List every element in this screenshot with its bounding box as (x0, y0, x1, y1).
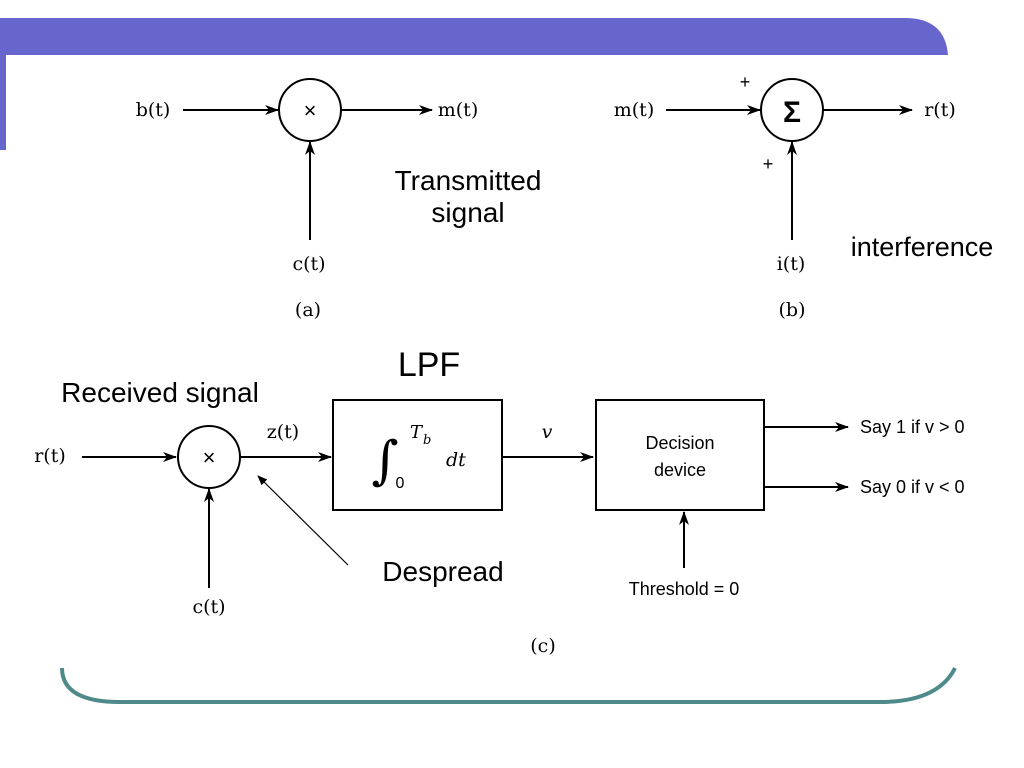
diagram-a: b(t) × m(t) c(t) (a) Transmitted signal (136, 78, 542, 321)
transmitted-note-line1: Transmitted (395, 165, 542, 196)
header-band (0, 18, 948, 55)
b-input-label: m(t) (614, 99, 654, 121)
b-plus-bottom: + (763, 154, 774, 174)
lpf-title: LPF (398, 346, 460, 384)
integral-dt: dt (446, 449, 466, 471)
a-caption: (a) (295, 299, 321, 321)
a-multiplier-symbol: × (304, 98, 317, 123)
a-code-label: c(t) (292, 253, 325, 275)
integral-upper-limit: T (410, 422, 424, 443)
b-output-label: r(t) (924, 99, 956, 121)
integral-symbol: ∫ (371, 431, 398, 491)
decision-device-line2: device (654, 460, 706, 480)
output0-label: Say 0 if v < 0 (860, 477, 965, 497)
integral-lower-limit: 0 (396, 475, 405, 492)
c-v-label: v (542, 421, 553, 443)
decision-device-line1: Decision (645, 433, 714, 453)
interference-note: interference (851, 232, 994, 262)
b-plus-top: + (740, 72, 751, 92)
c-code-label: c(t) (192, 596, 225, 618)
received-signal-note: Received signal (61, 377, 259, 408)
threshold-label: Threshold = 0 (629, 579, 740, 599)
c-input-label: r(t) (34, 445, 66, 467)
integral-upper-subscript: b (423, 433, 431, 448)
c-multiplier-symbol: × (203, 445, 216, 470)
b-caption: (b) (779, 299, 806, 321)
a-output-label: m(t) (438, 99, 478, 121)
despread-pointer (257, 475, 349, 566)
header-left-tab (0, 55, 6, 150)
b-summer-symbol: Σ (783, 96, 801, 129)
integrator-box (332, 399, 503, 511)
transmitted-note-line2: signal (431, 197, 504, 228)
output1-label: Say 1 if v > 0 (860, 417, 965, 437)
c-z-label: z(t) (267, 421, 299, 443)
a-input-label: b(t) (136, 99, 171, 121)
diagram-b: m(t) + Σ r(t) + i(t) (b) interference (614, 72, 994, 321)
decision-device-box (595, 399, 765, 511)
c-caption: (c) (530, 635, 555, 657)
diagram-c: LPF Received signal r(t) × c(t) z(t) ∫ T… (34, 346, 964, 657)
despread-note: Despread (382, 556, 503, 587)
b-interference-label: i(t) (777, 253, 806, 275)
footer-frame (60, 667, 957, 704)
